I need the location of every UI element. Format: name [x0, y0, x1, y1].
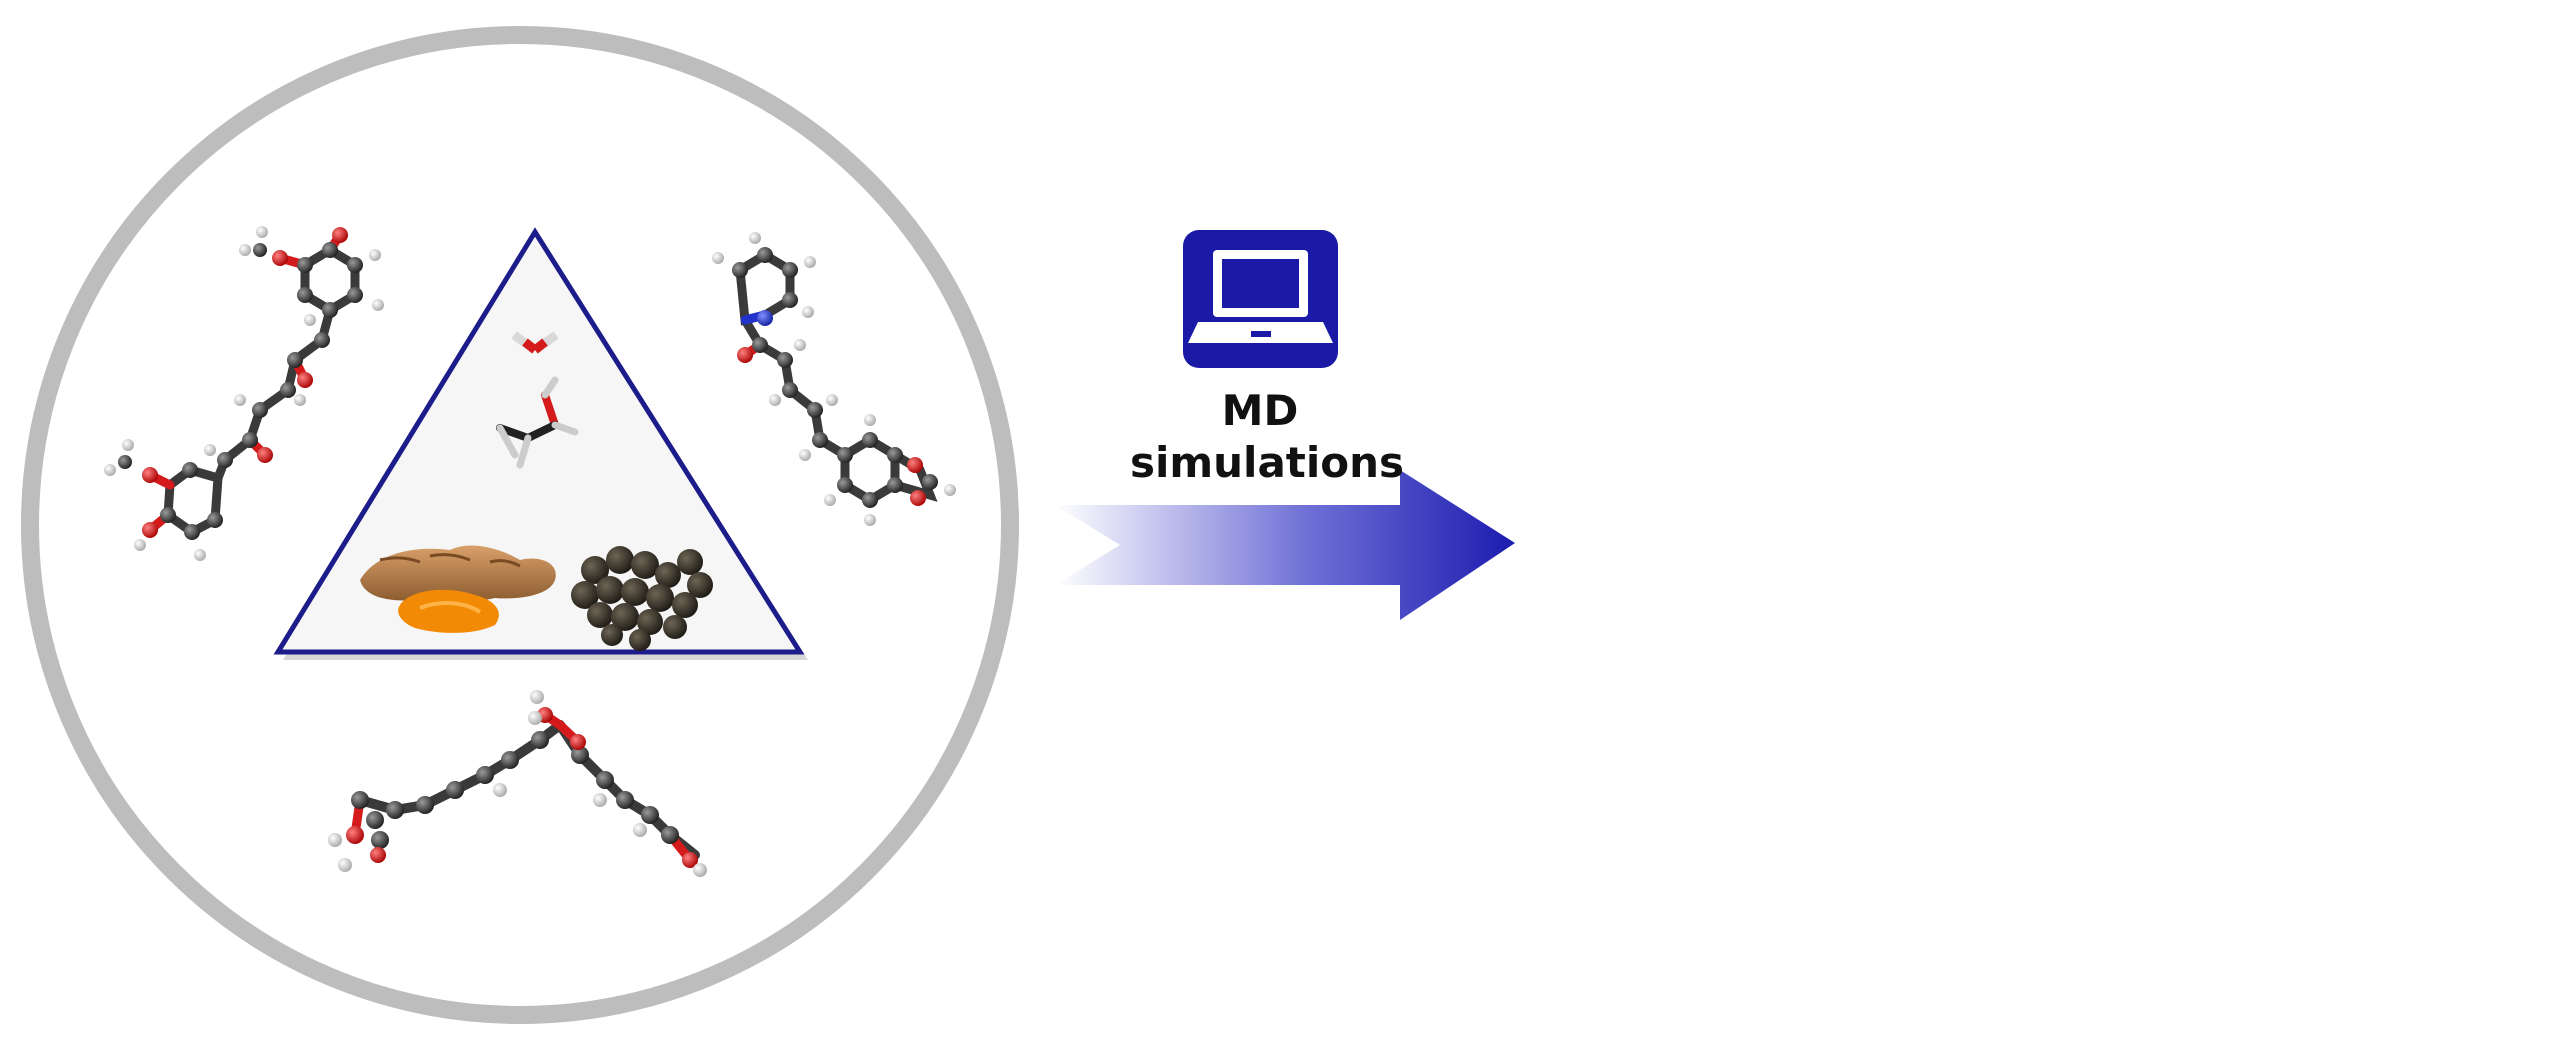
label-line-1: MD [1221, 386, 1299, 435]
curcumin-conformer-molecule [328, 690, 707, 877]
md-simulations-label: MD simulations [1130, 385, 1405, 489]
curcumin-molecule [104, 226, 384, 561]
laptop-icon [1183, 230, 1338, 368]
ethanol-molecule [496, 376, 579, 469]
water-molecule [511, 331, 559, 354]
black-pepper-image [571, 546, 713, 651]
turmeric-image [360, 545, 556, 633]
process-arrow [1055, 470, 1515, 620]
piperine-molecule [712, 232, 956, 526]
label-line-2: simulations [1130, 438, 1405, 487]
